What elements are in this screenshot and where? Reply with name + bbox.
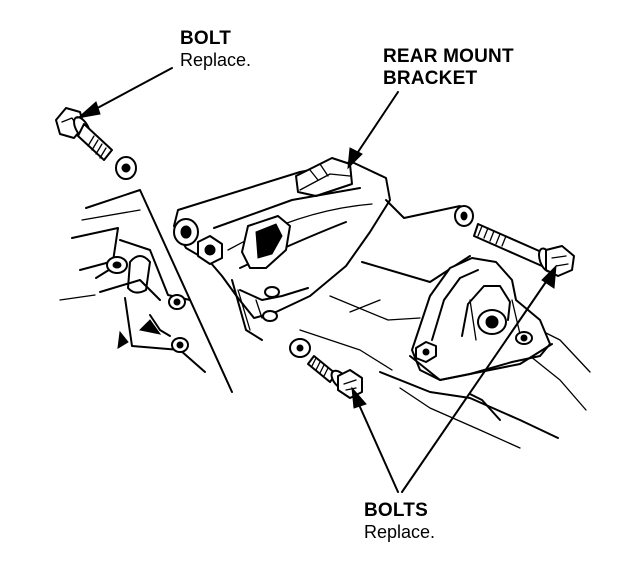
lower-bolts-title: BOLTS <box>364 500 428 521</box>
upper-bolt-title: BOLT <box>180 28 232 49</box>
bracket-title-line-1: REAR MOUNT <box>383 46 514 67</box>
right-bolt-icon <box>454 205 575 277</box>
lower-bolt-icon <box>289 338 363 399</box>
leader-arrows <box>76 67 557 493</box>
left-frame-member <box>59 189 233 393</box>
upper-bolt-icon <box>55 107 137 180</box>
upper-bolt-note: Replace. <box>180 49 252 70</box>
engine-mount-icon <box>409 257 553 381</box>
rear-mount-bracket <box>173 157 391 341</box>
rear-mount-bracket-callout: REAR MOUNT BRACKET <box>383 46 514 90</box>
bracket-title-line-2: BRACKET <box>383 67 478 89</box>
lower-bolts-note: Replace. <box>364 521 436 542</box>
upper-bolt-callout: BOLT Replace. <box>180 28 251 71</box>
lower-bolts-callout: BOLTS Replace. <box>364 500 435 543</box>
